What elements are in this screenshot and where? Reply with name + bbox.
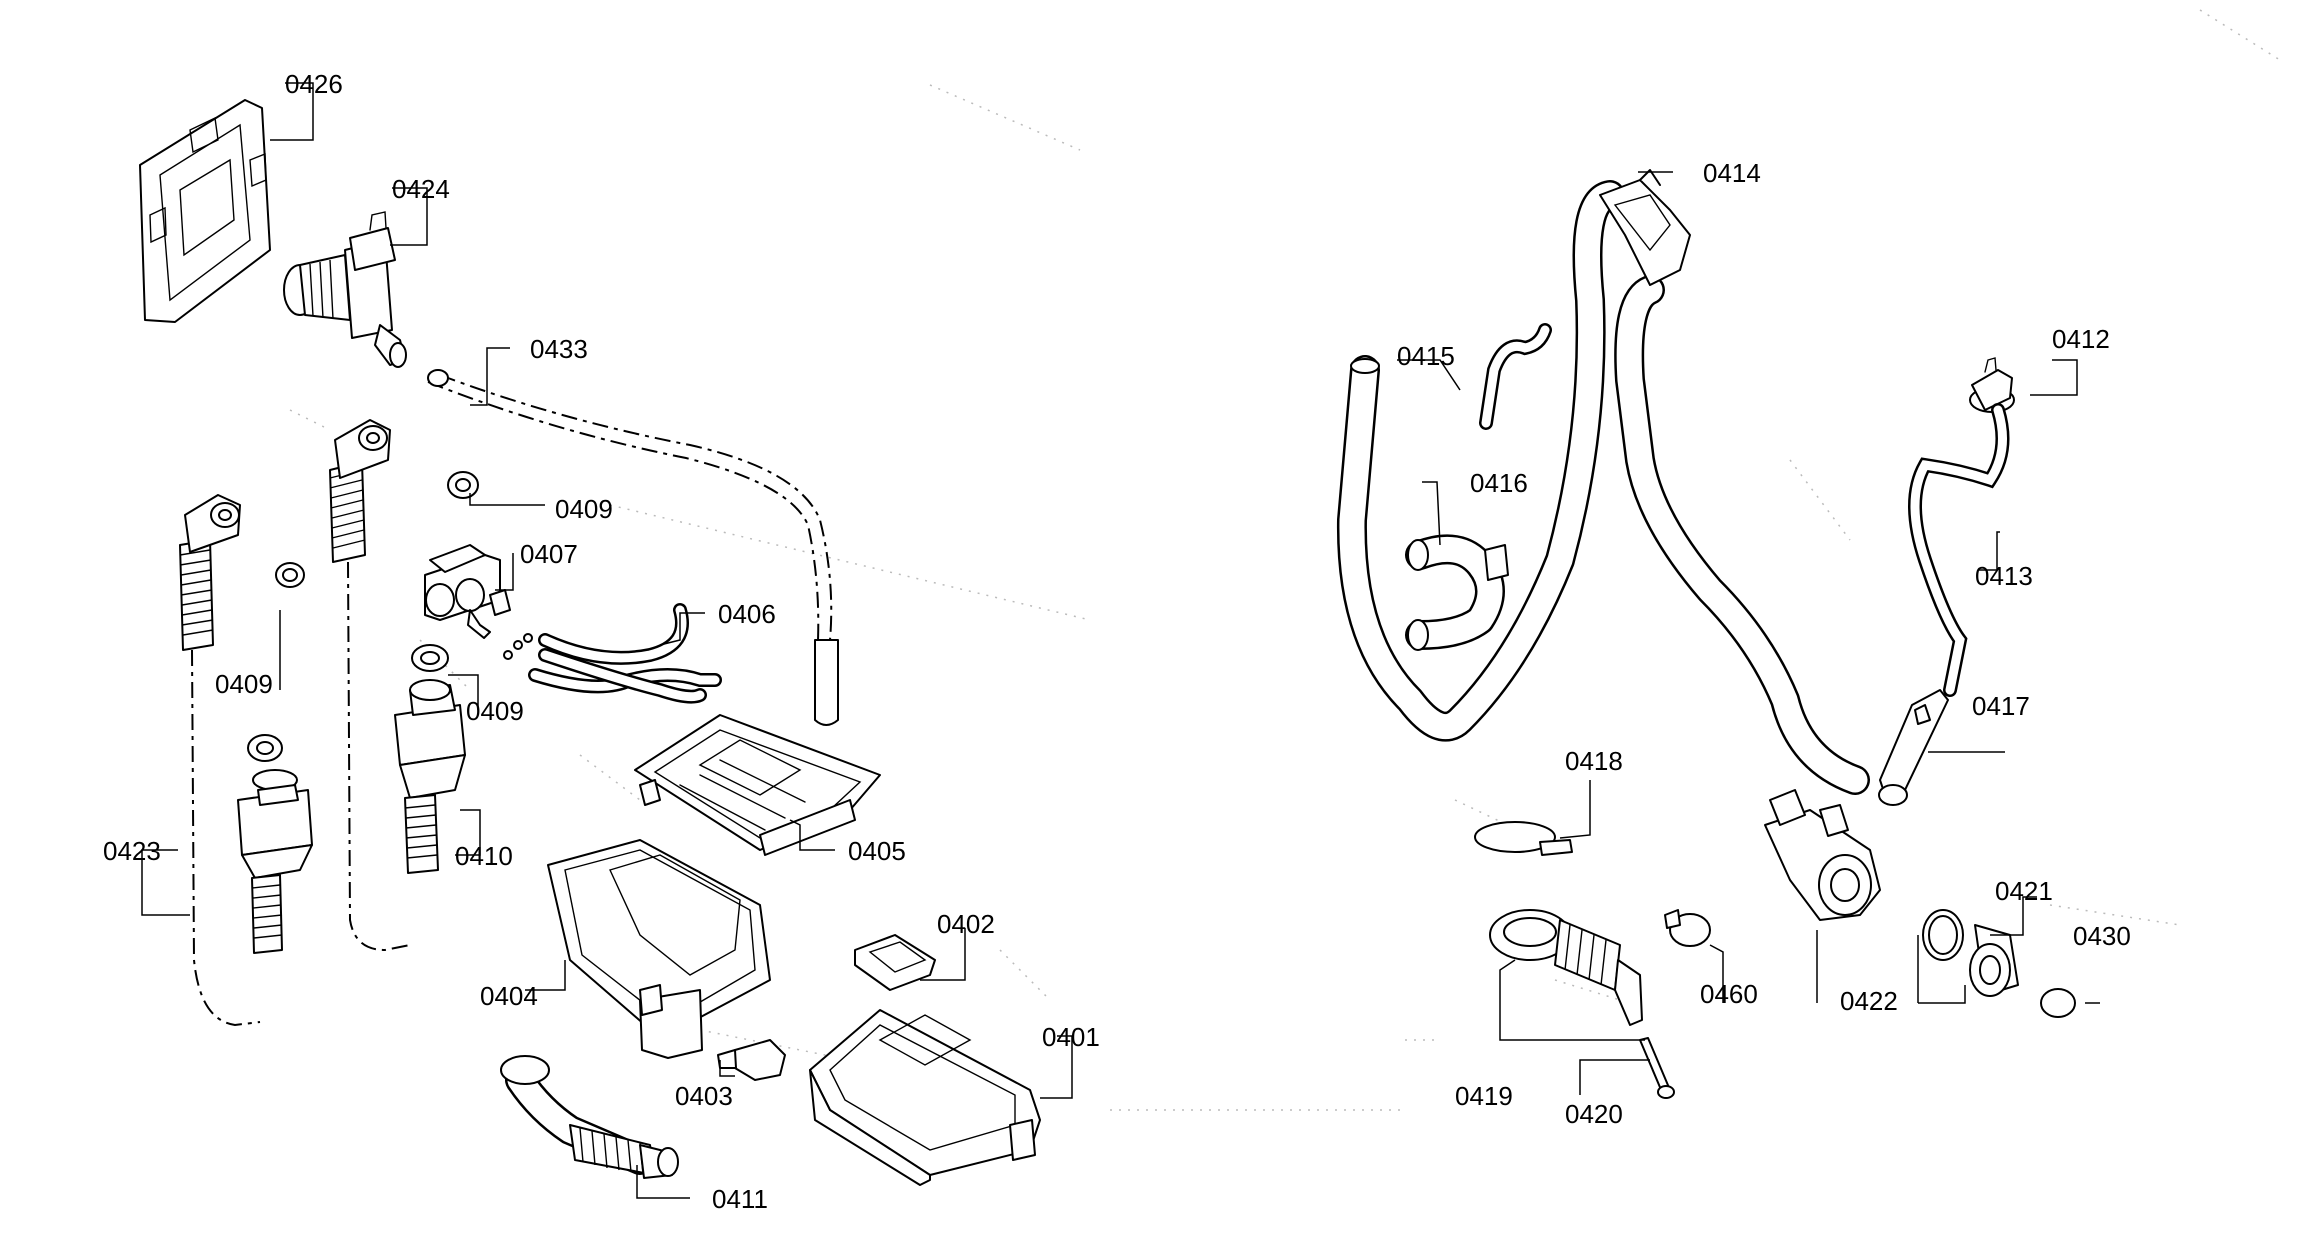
part-0417-air-chamber [1878, 689, 1949, 806]
label-0433: 0433 [530, 334, 588, 364]
part-0414-drain-hose-assembly [1336, 169, 1870, 795]
label-0407: 0407 [520, 539, 578, 569]
part-0409-washer-left [275, 562, 305, 588]
part-0422-seal-ring [1922, 909, 1964, 961]
label-0460: 0460 [1700, 979, 1758, 1009]
part-0409-washer-top [447, 471, 479, 499]
label-0421: 0421 [1995, 876, 2053, 906]
part-0409-washer-bottom [411, 644, 449, 672]
part-0430-small-seal [2040, 988, 2076, 1018]
part-0401-detergent-drawer [809, 1009, 1041, 1186]
part-small-clips [503, 633, 533, 660]
label-0423: 0423 [103, 836, 161, 866]
part-0460-clamp [1664, 909, 1711, 947]
part-left-fill-hose [179, 494, 261, 1027]
construction-lines [289, 9, 2281, 1111]
part-0424-inlet-valve [283, 211, 407, 368]
label-0410: 0410 [455, 841, 513, 871]
part-0409-washer-lower-left [247, 734, 283, 762]
part-0407-dual-valve [424, 544, 511, 639]
part-0405-dispenser-top [634, 714, 881, 856]
label-0409-c: 0409 [215, 669, 273, 699]
label-0406: 0406 [718, 599, 776, 629]
part-0421-filter [1969, 924, 2019, 997]
part-0413-pressure-tube [1908, 403, 2010, 697]
label-0409-a: 0409 [555, 494, 613, 524]
label-0404: 0404 [480, 981, 538, 1011]
label-0409-b: 0409 [466, 696, 524, 726]
part-0406-connecting-hoses [528, 603, 722, 704]
part-0404-dispenser-housing [547, 839, 771, 1059]
label-0405: 0405 [848, 836, 906, 866]
label-0413: 0413 [1975, 561, 2033, 591]
label-0426: 0426 [285, 69, 343, 99]
part-drain-pump [1764, 789, 1881, 921]
label-0412: 0412 [2052, 324, 2110, 354]
label-0419: 0419 [1455, 1081, 1513, 1111]
part-0411-bellows-hose [500, 1055, 679, 1179]
part-0433-dashed-hose [427, 369, 839, 726]
label-0422: 0422 [1840, 986, 1898, 1016]
part-0415-small-tube [1479, 323, 1552, 430]
label-0417: 0417 [1972, 691, 2030, 721]
part-0426-mounting-bracket [139, 99, 271, 323]
label-0403: 0403 [675, 1081, 733, 1111]
part-0403-small-part [717, 1039, 786, 1081]
part-0423-left-fitting [237, 769, 313, 954]
leader-lines [141, 82, 2100, 1199]
label-0411: 0411 [712, 1184, 768, 1214]
part-0402-insert [854, 934, 936, 991]
part-0416-y-piece [1405, 534, 1509, 651]
label-0416: 0416 [1470, 468, 1528, 498]
label-0430: 0430 [2073, 921, 2131, 951]
part-0412-pressure-switch [1969, 357, 2015, 413]
part-0420-rod [1639, 1037, 1675, 1099]
label-0424: 0424 [392, 174, 450, 204]
part-middle-fill-hose [329, 419, 411, 952]
part-0410-aquastop-fitting [394, 679, 466, 874]
part-number-labels: 0426 0424 0433 0409 0407 0406 0409 0409 … [103, 69, 2131, 1214]
label-0420: 0420 [1565, 1099, 1623, 1129]
label-0414: 0414 [1703, 158, 1761, 188]
part-0418-clamp-ring [1474, 821, 1573, 856]
label-0402: 0402 [937, 909, 995, 939]
part-0419-sump-hose [1489, 909, 1643, 1026]
label-0418: 0418 [1565, 746, 1623, 776]
label-0401: 0401 [1042, 1022, 1100, 1052]
label-0415: 0415 [1397, 341, 1455, 371]
